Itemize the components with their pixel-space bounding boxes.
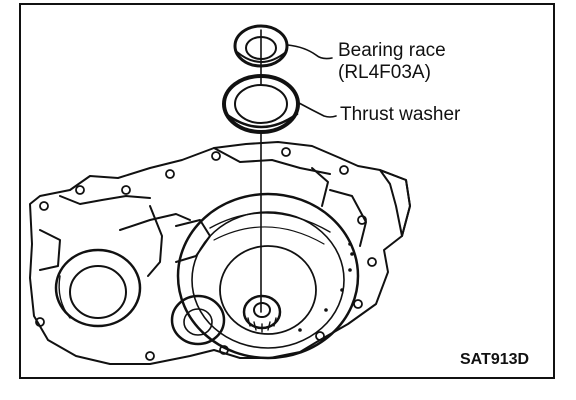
figure-code: SAT913D (460, 351, 530, 368)
bearing-race-leader-line (287, 44, 333, 60)
bearing-race-label-line2: (RL4F03A) (338, 62, 431, 83)
bearing-race-label-line1: Bearing race (338, 40, 446, 61)
thrust-washer-label: Thrust washer (340, 104, 461, 125)
bolt-holes (35, 147, 377, 361)
left-bore (54, 248, 142, 328)
flange-dots (298, 242, 354, 332)
thrust-washer-leader-line (298, 102, 337, 118)
side-seal (170, 294, 226, 346)
figure-frame (19, 3, 555, 379)
transmission-case-housing (29, 141, 411, 365)
input-shaft (242, 294, 282, 333)
bearing-race-label: Bearing race (RL4F03A) (338, 40, 446, 84)
housing-bore (176, 192, 360, 360)
